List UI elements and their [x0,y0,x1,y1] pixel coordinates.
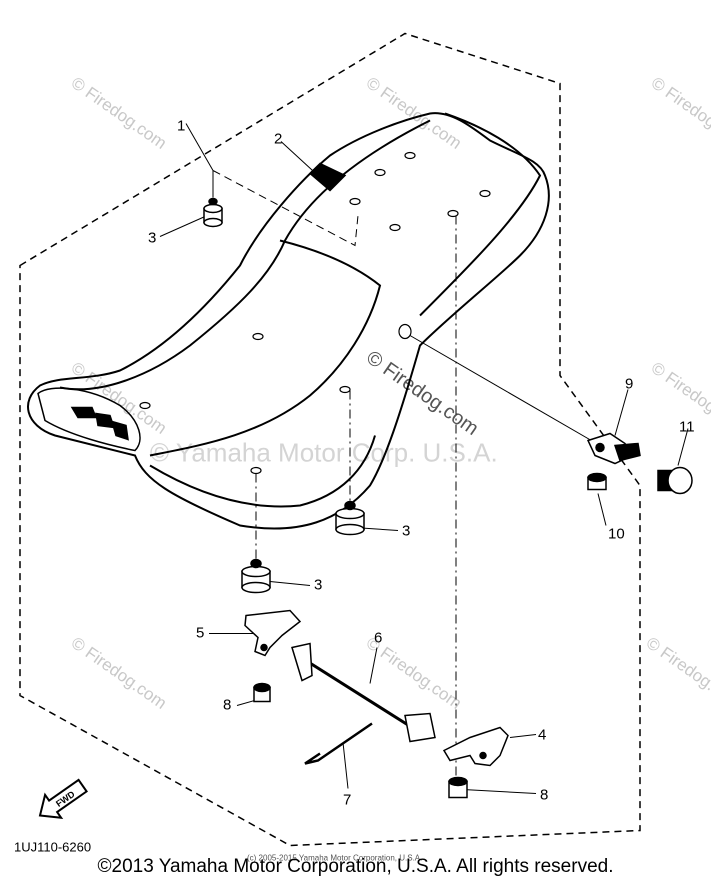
callout-labels: 1 2 3 3 3 5 6 8 4 7 8 9 10 11 [148,118,695,809]
collar-2 [448,776,468,799]
callout-11: 11 [679,419,695,436]
collar-1 [253,682,271,703]
callout-5: 5 [196,625,204,642]
hook-7 [304,722,373,765]
lock-cap [587,472,607,491]
collar-parts [253,682,468,799]
seat-outline [27,112,550,530]
bracket-4 [442,726,509,767]
seat-side-crease [149,239,382,457]
watermark-layer: © Firedog.com © Firedog.com © Firedog.co… [68,73,711,713]
callout-9: 9 [625,376,633,393]
damper-2 [335,500,365,536]
seat-strap [308,162,347,192]
rod-6 [291,642,436,743]
seat-bottom-edge [149,435,376,508]
watermark-site: © Firedog.com [648,73,711,153]
callout-8: 8 [223,697,231,714]
fwd-arrow-icon: FWD [38,778,89,820]
footer-copyright: ©2013 Yamaha Motor Corporation, U.S.A. A… [97,856,614,877]
callout-1: 1 [177,118,185,135]
callout-8: 8 [540,787,548,804]
callout-3: 3 [148,230,156,247]
watermark-center: © Yamaha Motor Corp. U.S.A. [150,438,498,468]
seat-lock [586,432,641,465]
inner-copyright: (c) 2005-2015 Yamaha Motor Corporation, … [247,854,422,863]
diagram-code: 1UJ110-6260 [14,840,91,855]
watermark-site: © Firedog.com [363,73,465,153]
seat-holes [139,151,491,475]
callout-4: 4 [538,727,546,744]
seat-top-edge [59,119,431,391]
callout-3: 3 [402,523,410,540]
watermark-site-center: © Firedog.com [362,347,482,440]
knob [657,466,693,495]
seat-rear-edge [419,112,542,317]
callout-6: 6 [374,630,382,647]
damper-parts [203,197,365,594]
watermark-site: © Firedog.com [643,633,711,713]
damper-1 [203,197,223,228]
callout-2: 2 [274,131,282,148]
damper-3 [241,558,271,594]
callout-3: 3 [314,577,322,594]
guide-lines [159,123,689,794]
bracket-5 [244,609,302,657]
seat [27,112,550,530]
callout-7: 7 [343,792,351,809]
seat-grip-pad [37,387,141,452]
callout-10: 10 [608,526,625,543]
watermark-site: © Firedog.com [68,73,170,153]
watermark-site: © Firedog.com [68,633,170,713]
